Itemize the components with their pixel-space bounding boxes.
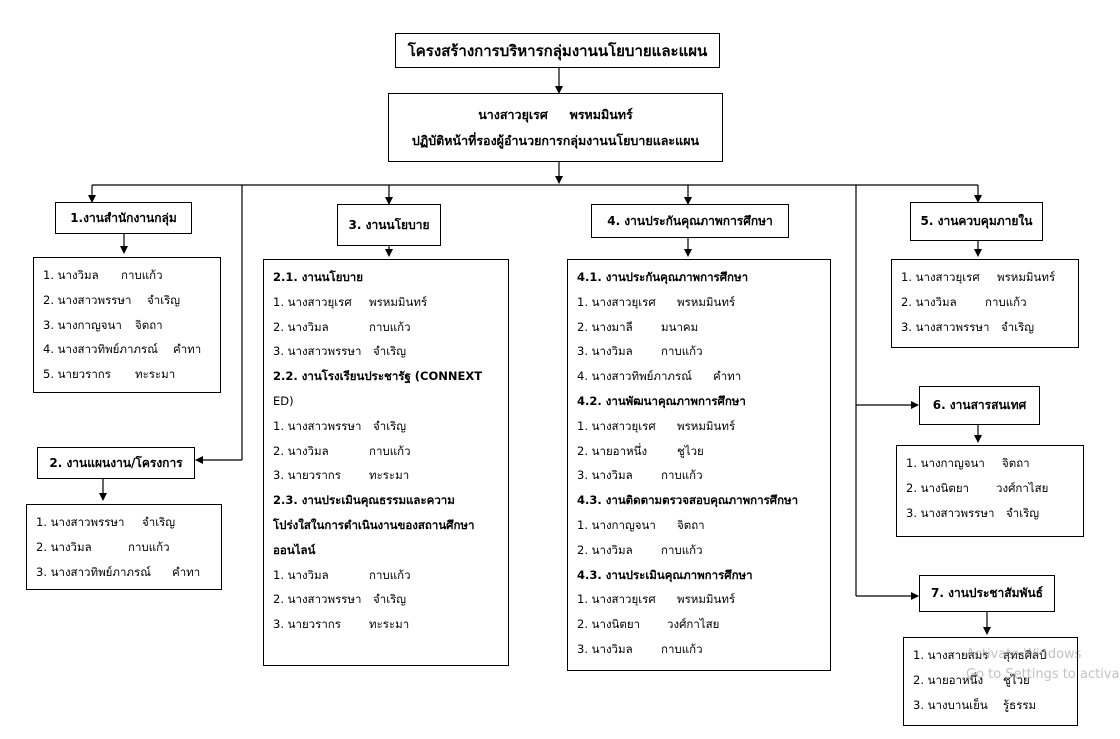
list-item: 3. นายวรากรทะระมา (273, 617, 410, 632)
policy-sub2-title: 2.2. งานโรงเรียนประชารัฐ (CONNEXT (273, 369, 483, 384)
policy-header-box: 3. งานนโยบาย (337, 204, 441, 246)
policy-member-list: 2.1. งานนโยบาย 1. นางสาวยุเรศพรหมมินทร์ … (263, 259, 509, 666)
list-item: 4. นางสาวทิพย์ภาภรณ์คำทา (577, 369, 742, 384)
list-item: 1. นางวิมลกาบแก้ว (273, 567, 411, 582)
list-item: 3. นางสาวพรรษาจำเริญ (906, 505, 1040, 520)
list-item: 1. นางสาวยุเรศพรหมมินทร์ (577, 294, 736, 309)
list-item: 2. นางนิตยาวงศ์กาไสย (906, 480, 1049, 495)
list-item: 2. นางมาลีมนาคม (577, 319, 699, 334)
list-item: 1. นางสาวพรรษาจำเริญ (36, 515, 176, 529)
internal-member-list: 1. นางสาวยุเรศพรหมมินทร์ 2. นางวิมลกาบแก… (891, 259, 1079, 348)
policy-sub1-title: 2.1. งานนโยบาย (273, 270, 363, 284)
policy-sub3-title: 2.3. งานประเมินคุณธรรมและความ (273, 493, 455, 508)
info-member-list: 1. นางกาญจนาจิตถา 2. นางนิตยาวงศ์กาไสย 3… (896, 445, 1084, 537)
chart-title-box: โครงสร้างการบริหารกลุ่มงานนโยบายและแผน (395, 33, 720, 68)
list-item: 3. นางสาวพรรษาจำเริญ (273, 344, 407, 359)
chart-title: โครงสร้างการบริหารกลุ่มงานนโยบายและแผน (407, 41, 708, 60)
list-item: 2. นางวิมลกาบแก้ว (36, 539, 170, 554)
list-item: 1. นางวิมลกาบแก้ว (43, 268, 163, 282)
list-item: 3. นายวรากรทะระมา (273, 468, 410, 483)
qa-sub2-title: 4.2. งานพัฒนาคุณภาพการศึกษา (577, 393, 746, 408)
qa-sub3-title: 4.3. งานติดตามตรวจสอบคุณภาพการศึกษา (577, 493, 799, 508)
list-item: 1. นางสาวยุเรศพรหมมินทร์ (577, 592, 736, 607)
head-box: นางสาวยุเรศ พรหมมินทร์ ปฏิบัติหน้าที่รอง… (388, 93, 723, 162)
list-item: 1. นางสาวยุเรศพรหมมินทร์ (901, 270, 1056, 284)
info-header-box: 6. งานสารสนเทศ (919, 386, 1040, 425)
pr-title: 7. งานประชาสัมพันธ์ (931, 586, 1043, 600)
list-item: 1. นางสายสมรสุทธศิลป์ (913, 648, 1047, 662)
office-member-list: 1. นางวิมลกาบแก้ว 2. นางสาวพรรษาจำเริญ 3… (33, 257, 221, 393)
pr-header-box: 7. งานประชาสัมพันธ์ (919, 575, 1055, 612)
qa-header-box: 4. งานประกันคุณภาพการศึกษา (591, 204, 789, 238)
list-item: 2. นางวิมลกาบแก้ว (901, 294, 1027, 309)
list-item: 1. นางกาญจนาจิตถา (906, 456, 1030, 470)
planning-header-box: 2. งานแผนงาน/โครงการ (37, 447, 195, 479)
qa-sub4-title: 4.3. งานประเมินคุณภาพการศึกษา (577, 567, 753, 582)
list-item: 2. นางนิตยาวงศ์กาไสย (577, 617, 720, 632)
list-item: 2. นางวิมลกาบแก้ว (273, 443, 411, 458)
list-item: 2. นายอาหนึ่งชูไวย (577, 443, 704, 458)
list-item: 3. นางวิมลกาบแก้ว (577, 344, 703, 359)
head-name: นางสาวยุเรศ พรหมมินทร์ (478, 106, 633, 122)
policy-sub2-title-cont: ED) (273, 393, 294, 408)
info-title: 6. งานสารสนเทศ (932, 398, 1027, 412)
list-item: 2. นางสาวพรรษาจำเริญ (43, 292, 181, 307)
head-role: ปฏิบัติหน้าที่รองผู้อำนวยการกลุ่มงานนโยบ… (411, 132, 700, 148)
policy-title: 3. งานนโยบาย (348, 217, 430, 232)
office-title: 1.งานสำนักงานกลุ่ม (70, 210, 177, 225)
policy-sub3-title-cont: โปร่งใสในการดำเนินงานของสถานศึกษา (273, 517, 475, 532)
list-item: 3. นางวิมลกาบแก้ว (577, 468, 703, 483)
list-item: 4. นางสาวทิพย์ภาภรณ์คำทา (43, 342, 202, 357)
pr-member-list: 1. นางสายสมรสุทธศิลป์ 2. นายอาหนึ่งชูไวย… (903, 637, 1078, 726)
list-item: 3. นางสาวพรรษาจำเริญ (901, 319, 1035, 334)
list-item: 2. นางสาวพรรษาจำเริญ (273, 592, 407, 607)
list-item: 5. นายวรากรทะระมา (43, 367, 176, 382)
list-item: 2. นายอาหนึ่งชูไวย (913, 672, 1030, 687)
list-item: 2. นางวิมลกาบแก้ว (273, 319, 411, 334)
list-item: 1. นางกาญจนาจิตถา (577, 517, 705, 532)
internal-title: 5. งานควบคุมภายใน (920, 214, 1033, 228)
qa-sub1-title: 4.1. งานประกันคุณภาพการศึกษา (577, 270, 749, 284)
qa-member-list: 4.1. งานประกันคุณภาพการศึกษา 1. นางสาวยุ… (567, 259, 831, 671)
list-item: 3. นางบานเย็นรู้ธรรม (913, 697, 1037, 712)
list-item: 1. นางสาวยุเรศพรหมมินทร์ (577, 418, 736, 433)
office-header-box: 1.งานสำนักงานกลุ่ม (55, 202, 192, 234)
planning-title: 2. งานแผนงาน/โครงการ (49, 455, 183, 470)
list-item: 3. นางสาวทิพย์ภาภรณ์คำทา (36, 564, 201, 579)
policy-sub3-title-cont2: ออนไลน์ (273, 542, 316, 557)
list-item: 1. นางสาวยุเรศพรหมมินทร์ (273, 294, 428, 309)
list-item: 1. นางสาวพรรษาจำเริญ (273, 418, 407, 433)
internal-header-box: 5. งานควบคุมภายใน (910, 202, 1043, 241)
planning-member-list: 1. นางสาวพรรษาจำเริญ 2. นางวิมลกาบแก้ว 3… (26, 504, 222, 590)
list-item: 3. นางวิมลกาบแก้ว (577, 641, 703, 656)
list-item: 2. นางวิมลกาบแก้ว (577, 542, 703, 557)
qa-title: 4. งานประกันคุณภาพการศึกษา (607, 213, 773, 228)
list-item: 3. นางกาญจนาจิตถา (43, 317, 163, 332)
